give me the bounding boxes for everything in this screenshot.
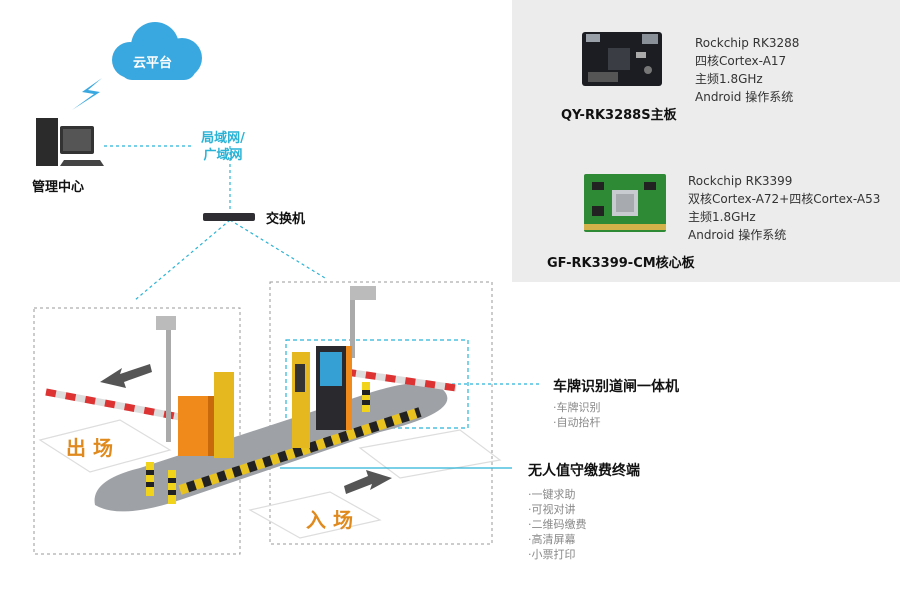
payment-terminal-feature: ·高清屏幕 (528, 533, 576, 546)
payment-terminal-feature: ·二维码缴费 (528, 518, 587, 531)
network-label-line2: 广域网 (203, 148, 243, 163)
exit-lane-label: 出 场 (66, 436, 113, 460)
rk3288-board-image (582, 32, 662, 86)
payment-terminal-title: 无人值守缴费终端 (528, 463, 640, 479)
cloud-icon (112, 22, 202, 80)
computer-icon (36, 118, 104, 166)
rk3399-board-image (584, 174, 666, 232)
network-label-line1: 局域网/ (201, 131, 245, 146)
board-spec-panel: Rockchip RK3288 四核Cortex-A17 主频1.8GHz An… (512, 0, 900, 282)
entry-lane-label: 入 场 (306, 508, 353, 532)
rk3288-spec-4: Android 操作系统 (695, 90, 794, 104)
switch-label: 交换机 (266, 212, 306, 227)
switch-icon (203, 213, 255, 221)
payment-terminal-feature: ·一键求助 (528, 488, 576, 501)
payment-terminal-feature: ·小票打印 (528, 548, 576, 561)
rk3399-spec-1: Rockchip RK3399 (688, 174, 793, 188)
lightning-icon (72, 78, 102, 110)
rk3399-spec-4: Android 操作系统 (688, 228, 787, 242)
lpr-gate-feature: ·车牌识别 (553, 401, 601, 414)
exit-zone-box (33, 307, 241, 555)
lpr-gate-features: ·车牌识别 ·自动抬杆 (553, 400, 601, 430)
network-label: 局域网/ 广域网 (192, 130, 254, 164)
lpr-gate-feature: ·自动抬杆 (553, 416, 601, 429)
payment-terminal-feature: ·可视对讲 (528, 503, 576, 516)
entry-zone-box (269, 281, 493, 545)
rk3288-board-label: QY-RK3288S主板 (561, 108, 677, 123)
payment-terminal-features: ·一键求助 ·可视对讲 ·二维码缴费 ·高清屏幕 ·小票打印 (528, 487, 587, 562)
rk3288-spec-1: Rockchip RK3288 (695, 36, 800, 50)
cloud-label: 云平台 (133, 56, 173, 71)
rk3399-spec-3: 主频1.8GHz (688, 210, 756, 224)
rk3288-spec-2: 四核Cortex-A17 (695, 54, 787, 68)
management-center-label: 管理中心 (32, 180, 85, 195)
rk3288-spec-3: 主频1.8GHz (695, 72, 763, 86)
rk3399-board-label: GF-RK3399-CM核心板 (547, 256, 695, 271)
rk3399-spec-2: 双核Cortex-A72+四核Cortex-A53 (688, 192, 881, 206)
lpr-gate-title: 车牌识别道闸一体机 (553, 379, 679, 395)
